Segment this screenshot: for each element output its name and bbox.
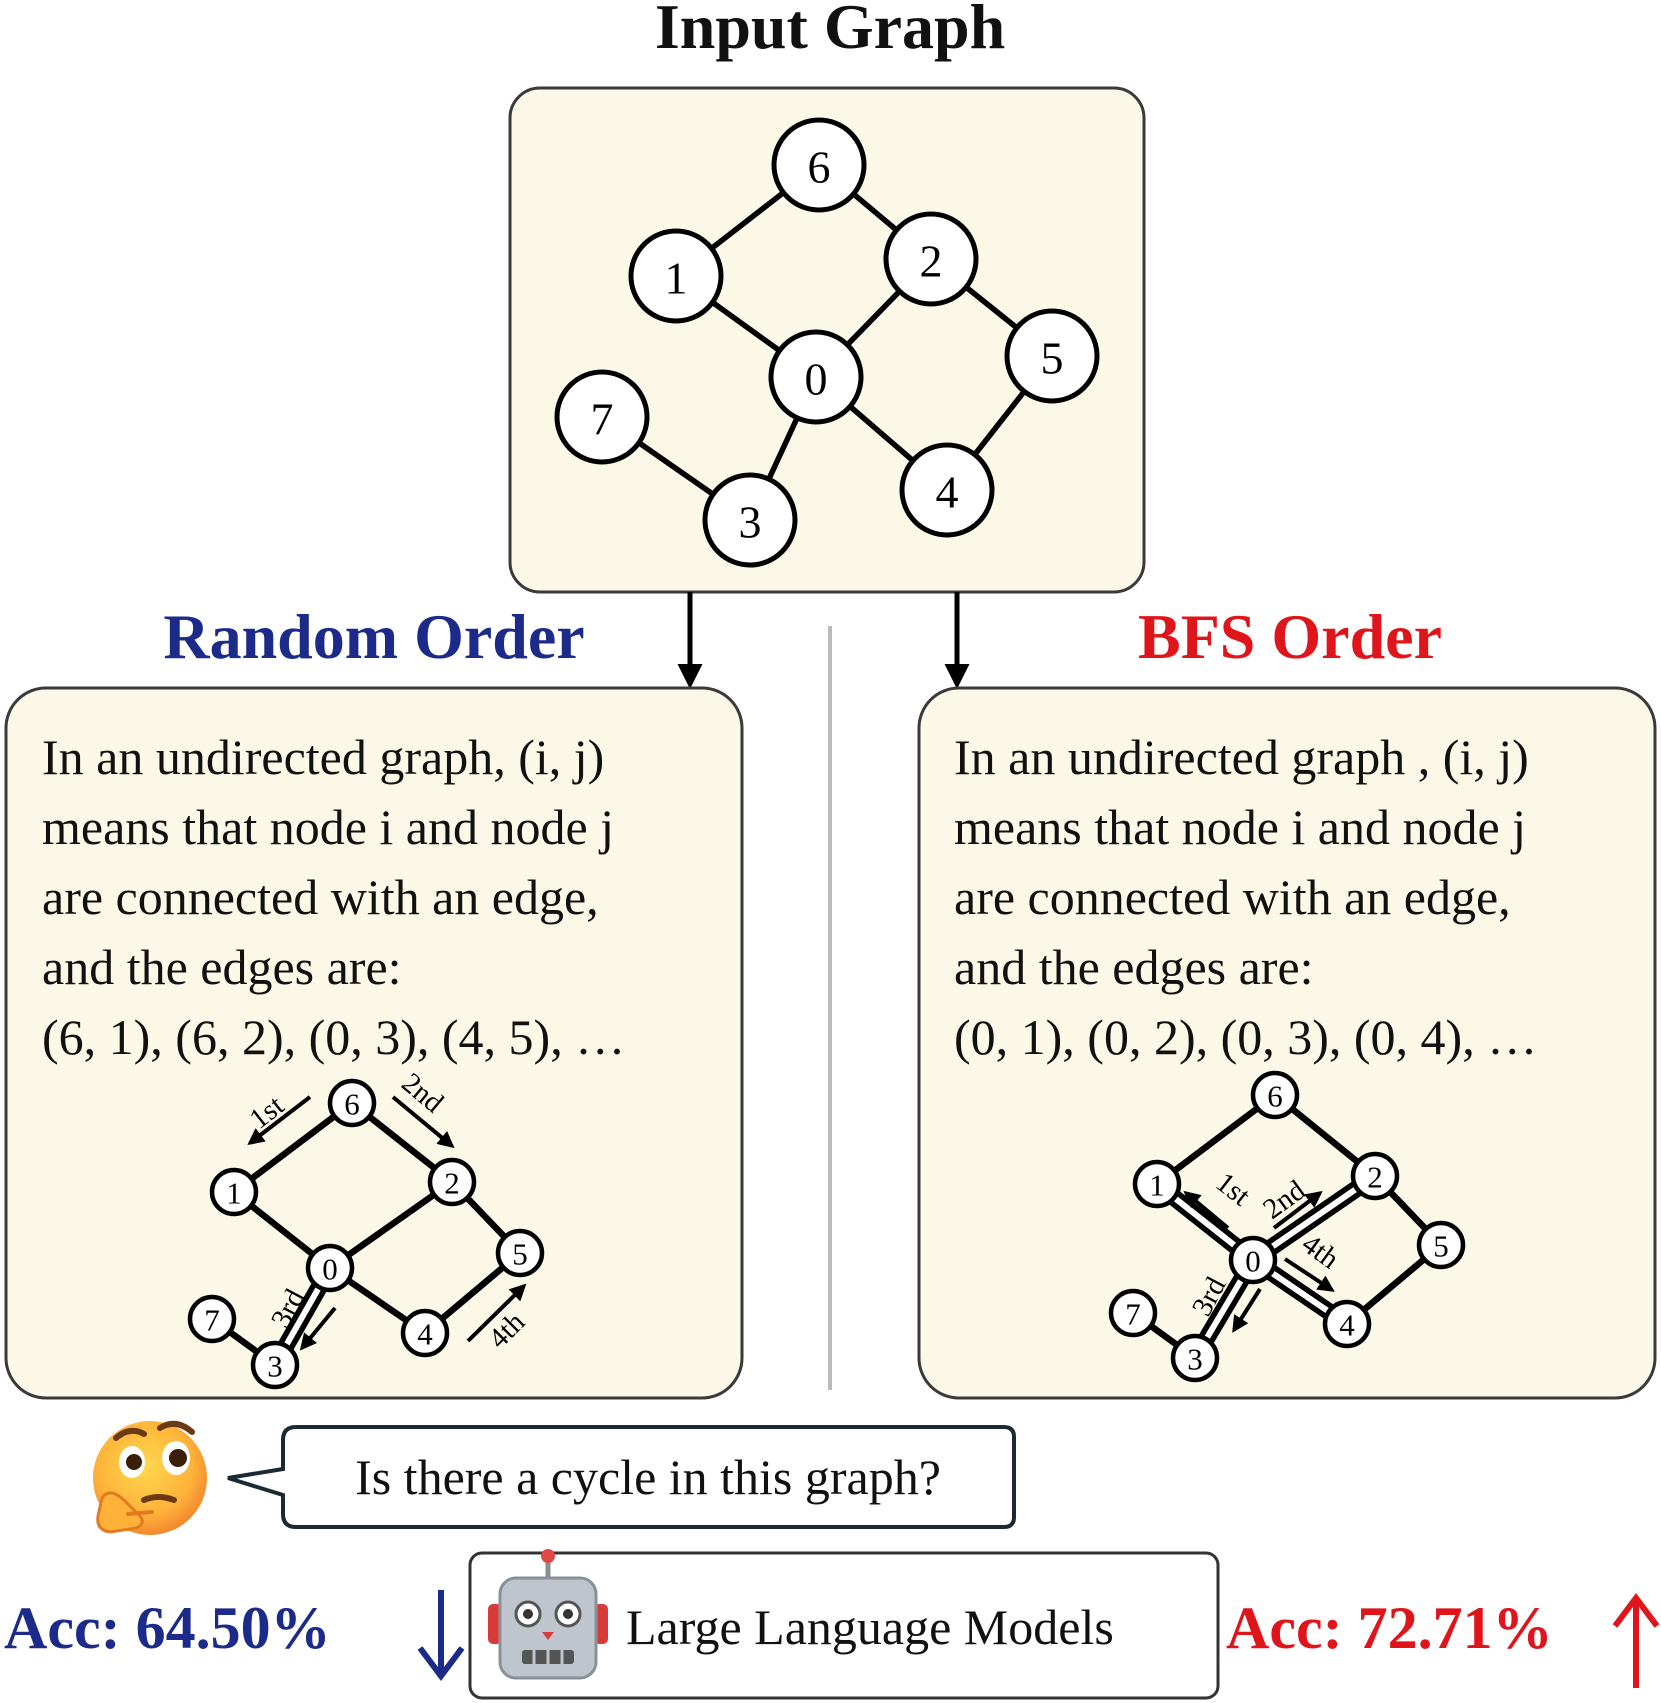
- bfs-order-graph: 6 1 2 0 5 7 4 3 1st 2nd 3rd 4th: [1108, 1070, 1466, 1383]
- input-node-3: 3: [702, 472, 798, 568]
- svg-text:1: 1: [226, 1176, 242, 1211]
- llm-label: Large Language Models: [626, 1599, 1114, 1655]
- random-node-7: 7: [187, 1294, 237, 1344]
- random-node-1: 1: [209, 1167, 259, 1217]
- random-node-6: 6: [327, 1078, 377, 1128]
- bfs-edge-6-1: [1155, 1092, 1277, 1187]
- random-text-line-3: are connected with an edge,: [42, 869, 599, 925]
- bfs-order-panel: [917, 686, 1657, 1400]
- svg-text:6: 6: [808, 142, 831, 193]
- random-accuracy: Acc: 64.50%: [4, 1595, 331, 1661]
- svg-text:1: 1: [1149, 1168, 1165, 1203]
- bfs-text-line-2: means that node i and node j: [954, 799, 1526, 855]
- svg-text:7: 7: [204, 1303, 220, 1338]
- bfs-node-5: 5: [1416, 1220, 1466, 1270]
- random-edge-2-0: [328, 1179, 454, 1271]
- bfs-accuracy: Acc: 72.71%: [1226, 1595, 1553, 1661]
- svg-text:5: 5: [1433, 1229, 1449, 1264]
- bfs-order-arrow-4th: [1283, 1257, 1335, 1292]
- svg-text:6: 6: [1267, 1079, 1283, 1114]
- bfs-order-text: In an undirected graph , (i, j) means th…: [954, 729, 1537, 1065]
- random-text-line-5: (6, 1), (6, 2), (0, 3), (4, 5), …: [42, 1009, 625, 1065]
- svg-text:2: 2: [444, 1166, 460, 1201]
- input-node-1: 1: [628, 228, 724, 324]
- down-arrow-icon: [417, 1590, 465, 1681]
- random-order-title: Random Order: [163, 601, 584, 672]
- bfs-text-line-3: are connected with an edge,: [954, 869, 1511, 925]
- svg-text:6: 6: [344, 1087, 360, 1122]
- random-order-text: In an undirected graph, (i, j) means tha…: [42, 729, 625, 1065]
- bfs-order-arrow-3rd: [1232, 1287, 1262, 1333]
- bfs-text-line-1: In an undirected graph , (i, j): [954, 729, 1529, 785]
- bfs-order-title: BFS Order: [1138, 601, 1442, 672]
- random-order-panel: [4, 686, 744, 1400]
- random-order-graph: 6 1 2 0 5 7 4 3 1st 2nd 3rd 4th: [187, 1067, 545, 1390]
- bfs-node-6: 6: [1250, 1070, 1300, 1120]
- svg-text:3: 3: [1187, 1342, 1203, 1377]
- question-text: Is there a cycle in this graph?: [355, 1449, 941, 1505]
- bfs-node-3: 3: [1170, 1333, 1220, 1383]
- svg-text:2: 2: [1367, 1160, 1383, 1195]
- bfs-node-1: 1: [1132, 1159, 1182, 1209]
- random-node-5: 5: [495, 1228, 545, 1278]
- svg-text:0: 0: [322, 1252, 338, 1287]
- svg-text:0: 0: [805, 354, 828, 405]
- svg-text:5: 5: [1041, 333, 1064, 384]
- up-arrow-icon: [1612, 1593, 1660, 1688]
- random-text-line-4: and the edges are:: [42, 939, 402, 995]
- bfs-node-2: 2: [1350, 1151, 1400, 1201]
- bfs-text-line-5: (0, 1), (0, 2), (0, 3), (0, 4), …: [954, 1009, 1537, 1065]
- input-node-7: 7: [554, 369, 650, 465]
- bfs-node-7: 7: [1108, 1288, 1158, 1338]
- random-node-3: 3: [250, 1340, 300, 1390]
- svg-text:7: 7: [1125, 1297, 1141, 1332]
- random-order-arrow-1st: [247, 1095, 312, 1146]
- random-order-arrow-4th: [466, 1283, 527, 1343]
- svg-text:5: 5: [512, 1237, 528, 1272]
- input-node-5: 5: [1004, 308, 1100, 404]
- input-node-6: 6: [771, 117, 867, 213]
- svg-text:4: 4: [1339, 1308, 1355, 1343]
- input-graph-title: Input Graph: [655, 0, 1005, 62]
- svg-text:4: 4: [417, 1317, 433, 1352]
- bfs-order-arrow-2nd: [1272, 1190, 1323, 1230]
- svg-text:4: 4: [936, 467, 959, 518]
- random-text-line-1: In an undirected graph, (i, j): [42, 729, 604, 785]
- bfs-node-0: 0: [1228, 1235, 1278, 1285]
- svg-text:2: 2: [920, 236, 943, 287]
- robot-icon: [488, 1549, 608, 1680]
- random-node-2: 2: [427, 1157, 477, 1207]
- input-node-4: 4: [899, 442, 995, 538]
- svg-text:0: 0: [1245, 1244, 1261, 1279]
- random-order-arrow-3rd: [299, 1306, 337, 1351]
- random-text-line-2: means that node i and node j: [42, 799, 614, 855]
- thinking-face-icon: [93, 1420, 207, 1535]
- random-node-0: 0: [305, 1243, 355, 1293]
- bfs-edge-0-2-inner: [1251, 1173, 1377, 1263]
- input-graph: 6 1 2 0 5 7 4 3: [554, 117, 1100, 568]
- bfs-text-line-4: and the edges are:: [954, 939, 1314, 995]
- random-order-arrow-2nd: [391, 1095, 455, 1149]
- svg-text:3: 3: [267, 1349, 283, 1384]
- bfs-order-arrow-1st: [1183, 1190, 1230, 1230]
- svg-text:3: 3: [739, 497, 762, 548]
- input-node-0: 0: [768, 329, 864, 425]
- svg-text:7: 7: [591, 394, 614, 445]
- llm-box: [468, 1551, 1220, 1700]
- random-node-4: 4: [400, 1308, 450, 1358]
- input-node-2: 2: [883, 211, 979, 307]
- svg-text:1: 1: [665, 253, 688, 304]
- bfs-node-4: 4: [1322, 1299, 1372, 1349]
- speech-bubble: [227, 1425, 1016, 1529]
- random-edge-6-1: [232, 1100, 354, 1195]
